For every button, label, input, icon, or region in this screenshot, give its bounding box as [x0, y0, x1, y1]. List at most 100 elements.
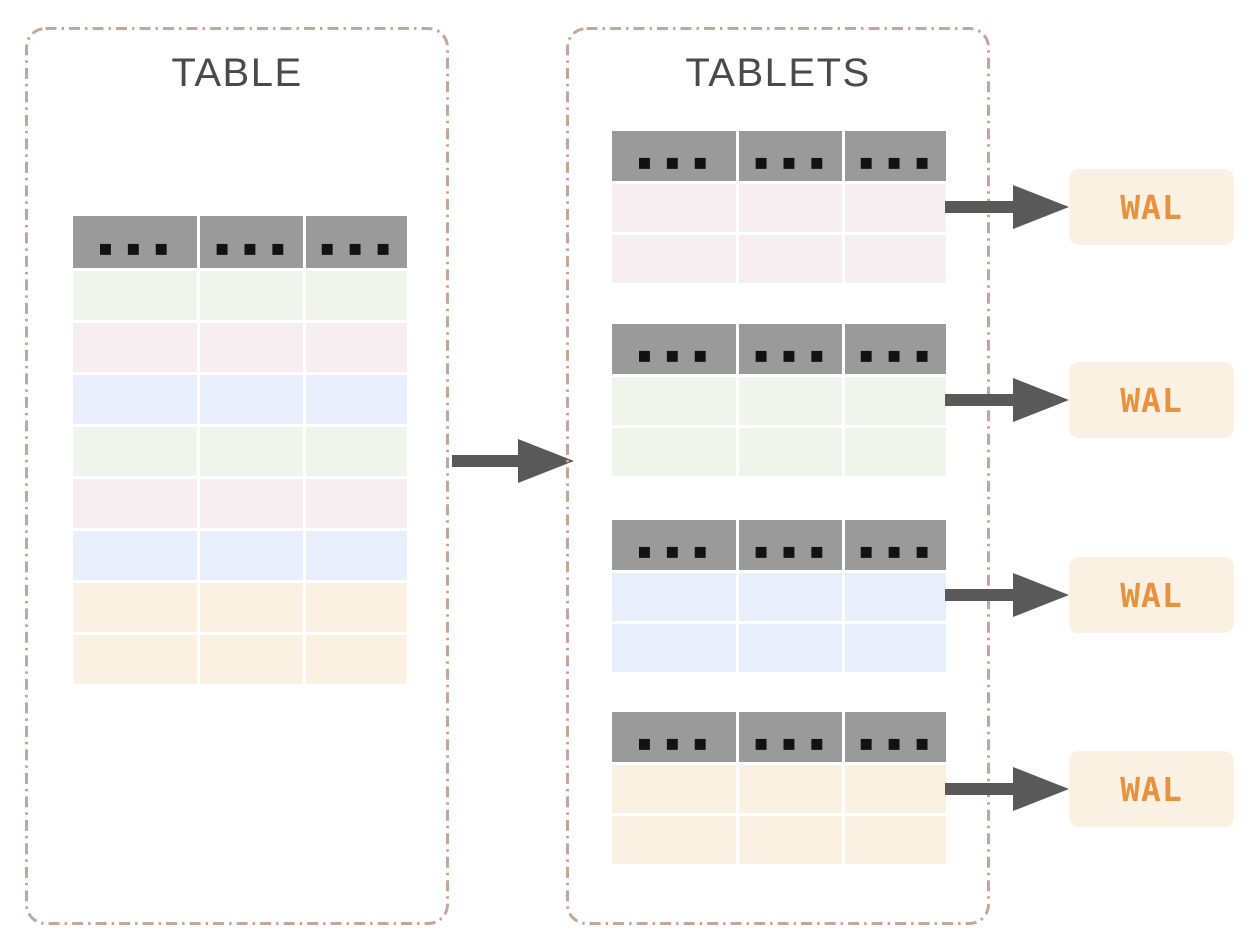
- table-row: [73, 479, 407, 528]
- tablets-panel: TABLETS ▪ ▪ ▪▪ ▪ ▪▪ ▪ ▪▪ ▪ ▪▪ ▪ ▪▪ ▪ ▪▪ …: [566, 27, 990, 925]
- table-row: [73, 635, 407, 684]
- wal-box: WAL: [1069, 362, 1234, 438]
- table-cell: [199, 427, 304, 476]
- table-cell: [612, 235, 736, 283]
- table-cell: [845, 816, 946, 864]
- table-cell: [199, 635, 304, 684]
- table-cell: [612, 573, 736, 621]
- table-cell: [845, 184, 946, 232]
- wal-box: WAL: [1069, 557, 1234, 633]
- table-cell: [612, 428, 736, 476]
- table-header-cell: ▪ ▪ ▪: [199, 216, 304, 268]
- wal-arrow-icon: [945, 767, 1069, 811]
- split-arrow-icon: [452, 439, 574, 483]
- table-cell: [73, 271, 197, 320]
- wal-unit: WAL: [945, 362, 1234, 438]
- table-cell: [306, 323, 407, 372]
- table-cell: [845, 377, 946, 425]
- wal-unit: WAL: [945, 557, 1234, 633]
- table-header-cell: ▪ ▪ ▪: [306, 216, 407, 268]
- table-row: [73, 427, 407, 476]
- table-cell: [306, 479, 407, 528]
- table-header-cell: ▪ ▪ ▪: [612, 520, 736, 570]
- wal-box: WAL: [1069, 751, 1234, 827]
- table-cell: [738, 377, 843, 425]
- table-header-cell: ▪ ▪ ▪: [845, 520, 946, 570]
- table-header-row: ▪ ▪ ▪▪ ▪ ▪▪ ▪ ▪: [612, 131, 946, 181]
- table-row: [612, 235, 946, 283]
- tablet-4: ▪ ▪ ▪▪ ▪ ▪▪ ▪ ▪: [612, 712, 946, 864]
- table-cell: [845, 765, 946, 813]
- wal-unit: WAL: [945, 751, 1234, 827]
- table-cell: [845, 573, 946, 621]
- table-cell: [612, 377, 736, 425]
- wal-arrow-icon: [945, 573, 1069, 617]
- table-header-row: ▪ ▪ ▪▪ ▪ ▪▪ ▪ ▪: [612, 712, 946, 762]
- table-cell: [845, 428, 946, 476]
- table-row: [73, 271, 407, 320]
- table-header-cell: ▪ ▪ ▪: [738, 712, 843, 762]
- table-header-cell: ▪ ▪ ▪: [73, 216, 197, 268]
- wal-box: WAL: [1069, 169, 1234, 245]
- table-row: [612, 184, 946, 232]
- table-cell: [306, 583, 407, 632]
- table-header-row: ▪ ▪ ▪▪ ▪ ▪▪ ▪ ▪: [73, 216, 407, 268]
- table-header-cell: ▪ ▪ ▪: [738, 131, 843, 181]
- wal-label: WAL: [1120, 575, 1183, 615]
- table-row: [73, 531, 407, 580]
- table-cell: [738, 816, 843, 864]
- tablet-2: ▪ ▪ ▪▪ ▪ ▪▪ ▪ ▪: [612, 324, 946, 476]
- table-panel-title: TABLE: [171, 51, 303, 95]
- table-row: [612, 765, 946, 813]
- table-cell: [73, 375, 197, 424]
- wal-label: WAL: [1120, 380, 1183, 420]
- table-cell: [306, 427, 407, 476]
- wal-arrow-icon: [945, 378, 1069, 422]
- table-cell: [306, 531, 407, 580]
- table-header-row: ▪ ▪ ▪▪ ▪ ▪▪ ▪ ▪: [612, 520, 946, 570]
- table-cell: [199, 271, 304, 320]
- table-header-cell: ▪ ▪ ▪: [845, 712, 946, 762]
- table-cell: [738, 428, 843, 476]
- table-cell: [73, 531, 197, 580]
- table-cell: [306, 635, 407, 684]
- table-cell: [199, 479, 304, 528]
- table-cell: [199, 583, 304, 632]
- table-cell: [738, 235, 843, 283]
- tablet-1: ▪ ▪ ▪▪ ▪ ▪▪ ▪ ▪: [612, 131, 946, 283]
- table-cell: [738, 624, 843, 672]
- tablets-panel-title: TABLETS: [685, 51, 871, 95]
- wal-label: WAL: [1120, 187, 1183, 227]
- table-header-cell: ▪ ▪ ▪: [612, 712, 736, 762]
- table-cell: [199, 323, 304, 372]
- tablet-3: ▪ ▪ ▪▪ ▪ ▪▪ ▪ ▪: [612, 520, 946, 672]
- table-row: [612, 428, 946, 476]
- table-header-cell: ▪ ▪ ▪: [738, 324, 843, 374]
- table-row: [73, 323, 407, 372]
- table-cell: [306, 375, 407, 424]
- table-cell: [73, 427, 197, 476]
- table-cell: [612, 184, 736, 232]
- table-row: [612, 624, 946, 672]
- wal-unit: WAL: [945, 169, 1234, 245]
- table-row: [73, 583, 407, 632]
- table-cell: [738, 765, 843, 813]
- table-header-cell: ▪ ▪ ▪: [738, 520, 843, 570]
- table-cell: [738, 184, 843, 232]
- table-cell: [199, 375, 304, 424]
- wal-arrow-icon: [945, 185, 1069, 229]
- table-cell: [612, 816, 736, 864]
- table-cell: [306, 271, 407, 320]
- table-cell: [738, 573, 843, 621]
- table-cell: [612, 765, 736, 813]
- table-header-cell: ▪ ▪ ▪: [845, 324, 946, 374]
- source-table: ▪ ▪ ▪▪ ▪ ▪▪ ▪ ▪: [73, 216, 407, 684]
- table-row: [612, 573, 946, 621]
- table-panel: TABLE ▪ ▪ ▪▪ ▪ ▪▪ ▪ ▪: [25, 27, 449, 925]
- table-cell: [612, 624, 736, 672]
- table-cell: [73, 583, 197, 632]
- table-cell: [199, 531, 304, 580]
- table-row: [612, 377, 946, 425]
- table-header-cell: ▪ ▪ ▪: [845, 131, 946, 181]
